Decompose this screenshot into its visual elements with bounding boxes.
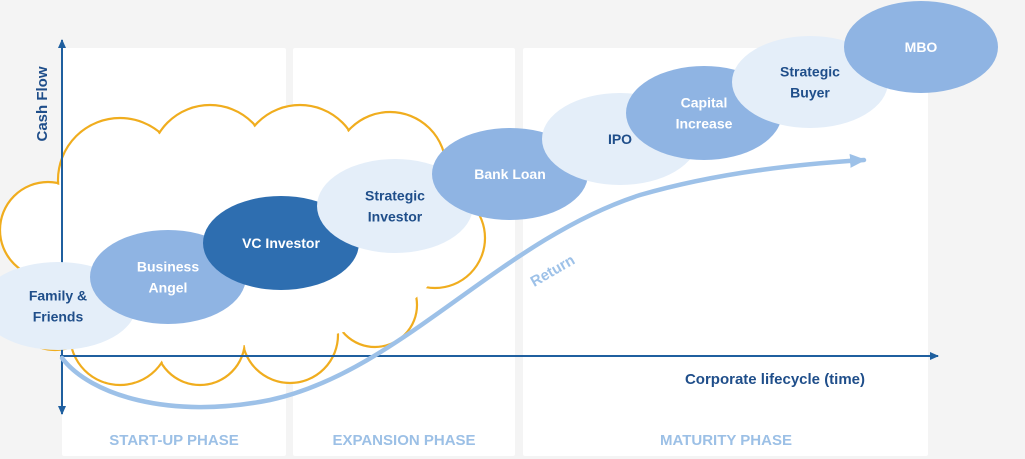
x-axis-label: Corporate lifecycle (time) <box>685 371 865 388</box>
stage-mbo-bubble <box>844 1 998 93</box>
stage-strategic-buyer-label-line: Strategic <box>780 64 840 80</box>
startup-phase-label: START-UP PHASE <box>109 432 238 449</box>
expansion-phase-label: EXPANSION PHASE <box>332 432 475 449</box>
stage-vc-bubble <box>203 196 359 290</box>
stage-bank-loan-label: Bank Loan <box>474 166 546 182</box>
stage-vc-label: VC Investor <box>242 235 320 251</box>
stage-strategic-investor-label-line: Strategic <box>365 188 425 204</box>
y-axis-label: Cash Flow <box>34 66 51 141</box>
stage-angel-label-line: Business <box>137 259 199 275</box>
return-curve <box>59 153 867 410</box>
stage-family-label: Family & Friends <box>29 288 87 325</box>
stage-vc: VC Investor <box>203 196 359 290</box>
stage-mbo-label: MBO <box>905 39 938 55</box>
stage-capital-increase-label-line: Increase <box>676 116 733 132</box>
stage-ipo-label-line: IPO <box>608 131 632 147</box>
stage-vc-label-line: VC Investor <box>242 235 320 251</box>
maturity-phase-label: MATURITY PHASE <box>660 432 792 449</box>
stage-mbo-label-line: MBO <box>905 39 938 55</box>
stage-mbo: MBO <box>844 1 998 93</box>
stage-strategic-buyer-label-line: Buyer <box>790 85 830 101</box>
stage-capital-increase-label-line: Capital <box>681 95 728 111</box>
stage-bank-loan-label-line: Bank Loan <box>474 166 546 182</box>
stage-family-label-line: Family & <box>29 288 87 304</box>
stage-ipo-label: IPO <box>608 131 632 147</box>
stage-strategic-investor-label-line: Investor <box>368 209 423 225</box>
stage-family-label-line: Friends <box>33 309 84 325</box>
stage-angel-label-line: Angel <box>149 280 188 296</box>
